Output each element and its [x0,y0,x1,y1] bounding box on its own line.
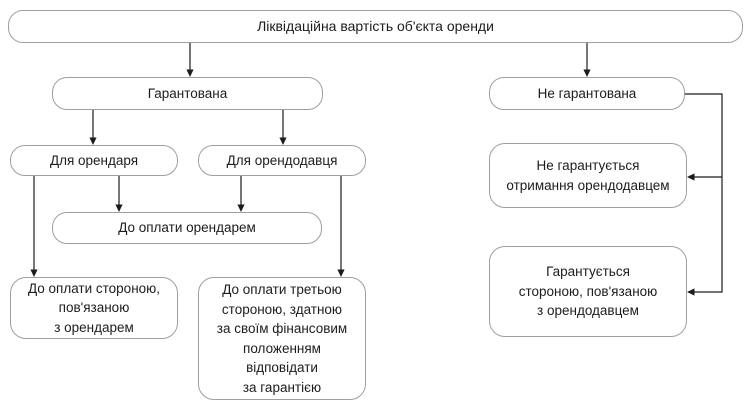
node-guaranteed-by-related-party-label: Гарантується стороною, пов'язаною з орен… [518,264,658,319]
node-for-lessee: Для орендаря [10,145,178,176]
connector-for-lessee-to-payable-by-lessee [115,176,123,212]
connector-root-to-not-guaranteed [583,43,591,77]
node-payable-by-lessee-label: До оплати орендарем [118,220,256,236]
node-payable-by-third-party: До оплати третьою стороною, здатною за с… [198,277,366,400]
node-payable-by-related-party-label: До оплати стороною, пов'язаною з орендар… [27,280,161,335]
node-not-guaranteed-receipt: Не гарантується отримання орендодавцем [489,143,687,208]
connector-for-lessor-to-third-party [337,176,345,277]
connector-not-guaranteed-to-receipt [687,173,722,181]
node-root-label: Ліквідаційна вартість об'єкта оренди [257,17,494,34]
connector-not-guaranteed-trunk [685,93,723,296]
connector-root-to-guaranteed [186,43,194,77]
node-for-lessor-label: Для орендодавця [226,152,338,168]
node-not-guaranteed-label: Не гарантована [537,85,637,101]
node-payable-by-third-party-label: До оплати третьою стороною, здатною за с… [216,282,348,395]
node-guaranteed: Гарантована [52,77,323,110]
connector-for-lessor-to-payable-by-lessee [237,176,245,212]
connector-guaranteed-to-for-lessor [279,110,287,145]
node-guaranteed-label: Гарантована [147,85,228,101]
node-for-lessor: Для орендодавця [198,145,366,176]
node-guaranteed-by-related-party: Гарантується стороною, пов'язаною з орен… [489,246,687,337]
node-for-lessee-label: Для орендаря [49,152,139,168]
node-not-guaranteed: Не гарантована [489,77,685,110]
connector-guaranteed-to-for-lessee [89,110,97,145]
node-root: Ліквідаційна вартість об'єкта оренди [8,10,743,43]
node-payable-by-related-party: До оплати стороною, пов'язаною з орендар… [10,277,178,339]
connector-for-lessee-to-related-party [30,176,38,277]
node-not-guaranteed-receipt-label: Не гарантується отримання орендодавцем [506,158,670,193]
node-payable-by-lessee: До оплати орендарем [52,212,322,244]
